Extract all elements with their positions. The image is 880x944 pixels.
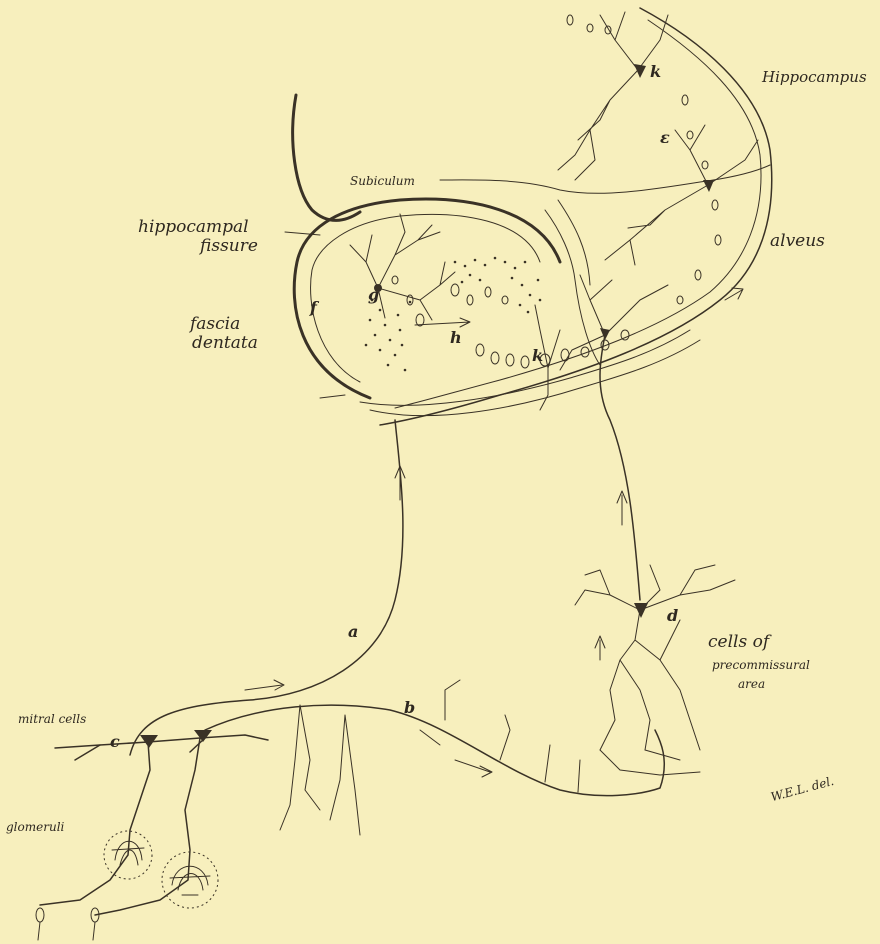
dentate-inner-layer bbox=[311, 214, 540, 382]
letter-k-bottom: k bbox=[532, 346, 543, 365]
precommissural-arrow-up bbox=[617, 491, 627, 525]
fiber-a-arrow bbox=[395, 466, 405, 500]
letter-d: d bbox=[667, 606, 678, 625]
label-hippocampal-fissure-1: hippocampal bbox=[138, 218, 249, 237]
letter-f: f bbox=[310, 298, 317, 317]
letter-b: b bbox=[404, 698, 415, 717]
cell-d-body bbox=[634, 603, 648, 618]
label-mitral-cells: mitral cells bbox=[18, 712, 86, 726]
arrow-b bbox=[455, 760, 492, 777]
label-alveus: alveus bbox=[770, 232, 825, 251]
precommissural-cell-d bbox=[575, 565, 735, 775]
label-hippocampus: Hippocampus bbox=[762, 68, 867, 86]
hippocampus-sheet-1 bbox=[440, 165, 770, 193]
neuron-bodies bbox=[374, 64, 714, 340]
letter-k-top: k bbox=[650, 62, 661, 81]
granule-cell-g bbox=[350, 214, 455, 320]
receptor-cells bbox=[36, 908, 99, 940]
label-cells-of: cells of bbox=[708, 633, 769, 652]
label-glomeruli: glomeruli bbox=[6, 820, 64, 834]
hippocampus-sheet-2 bbox=[545, 210, 600, 365]
pointer-dentata bbox=[320, 395, 345, 398]
collaterals bbox=[280, 705, 360, 835]
letter-c: c bbox=[110, 732, 120, 751]
fiber-b bbox=[205, 705, 664, 795]
glomeruli bbox=[104, 831, 218, 908]
label-precommissural: precommissural bbox=[712, 658, 810, 672]
mitral-cell-bodies bbox=[140, 730, 212, 748]
label-area: area bbox=[738, 677, 765, 691]
label-hippocampal-fissure-2: fissure bbox=[200, 237, 258, 256]
letter-a: a bbox=[348, 622, 358, 641]
letter-h: h bbox=[450, 328, 462, 347]
fascia-dentata-outline bbox=[294, 199, 560, 398]
letter-g: g bbox=[368, 285, 379, 304]
fiber-b-branches bbox=[420, 680, 580, 792]
precommissural-fiber bbox=[600, 335, 640, 600]
alveus-outer bbox=[380, 8, 772, 425]
label-fascia-dentata-2: dentata bbox=[192, 334, 258, 353]
hippocampal-fissure-line bbox=[293, 95, 360, 220]
hippocampal-neurons bbox=[535, 12, 758, 410]
arrow-a-horizontal bbox=[245, 680, 284, 690]
label-subiculum: Subiculum bbox=[350, 174, 415, 188]
label-fascia-dentata-1: fascia bbox=[190, 315, 240, 334]
mitral-cells bbox=[40, 735, 268, 915]
fiber-a bbox=[130, 420, 403, 755]
letter-e: ε bbox=[660, 128, 670, 147]
alveus-inner bbox=[395, 20, 761, 408]
